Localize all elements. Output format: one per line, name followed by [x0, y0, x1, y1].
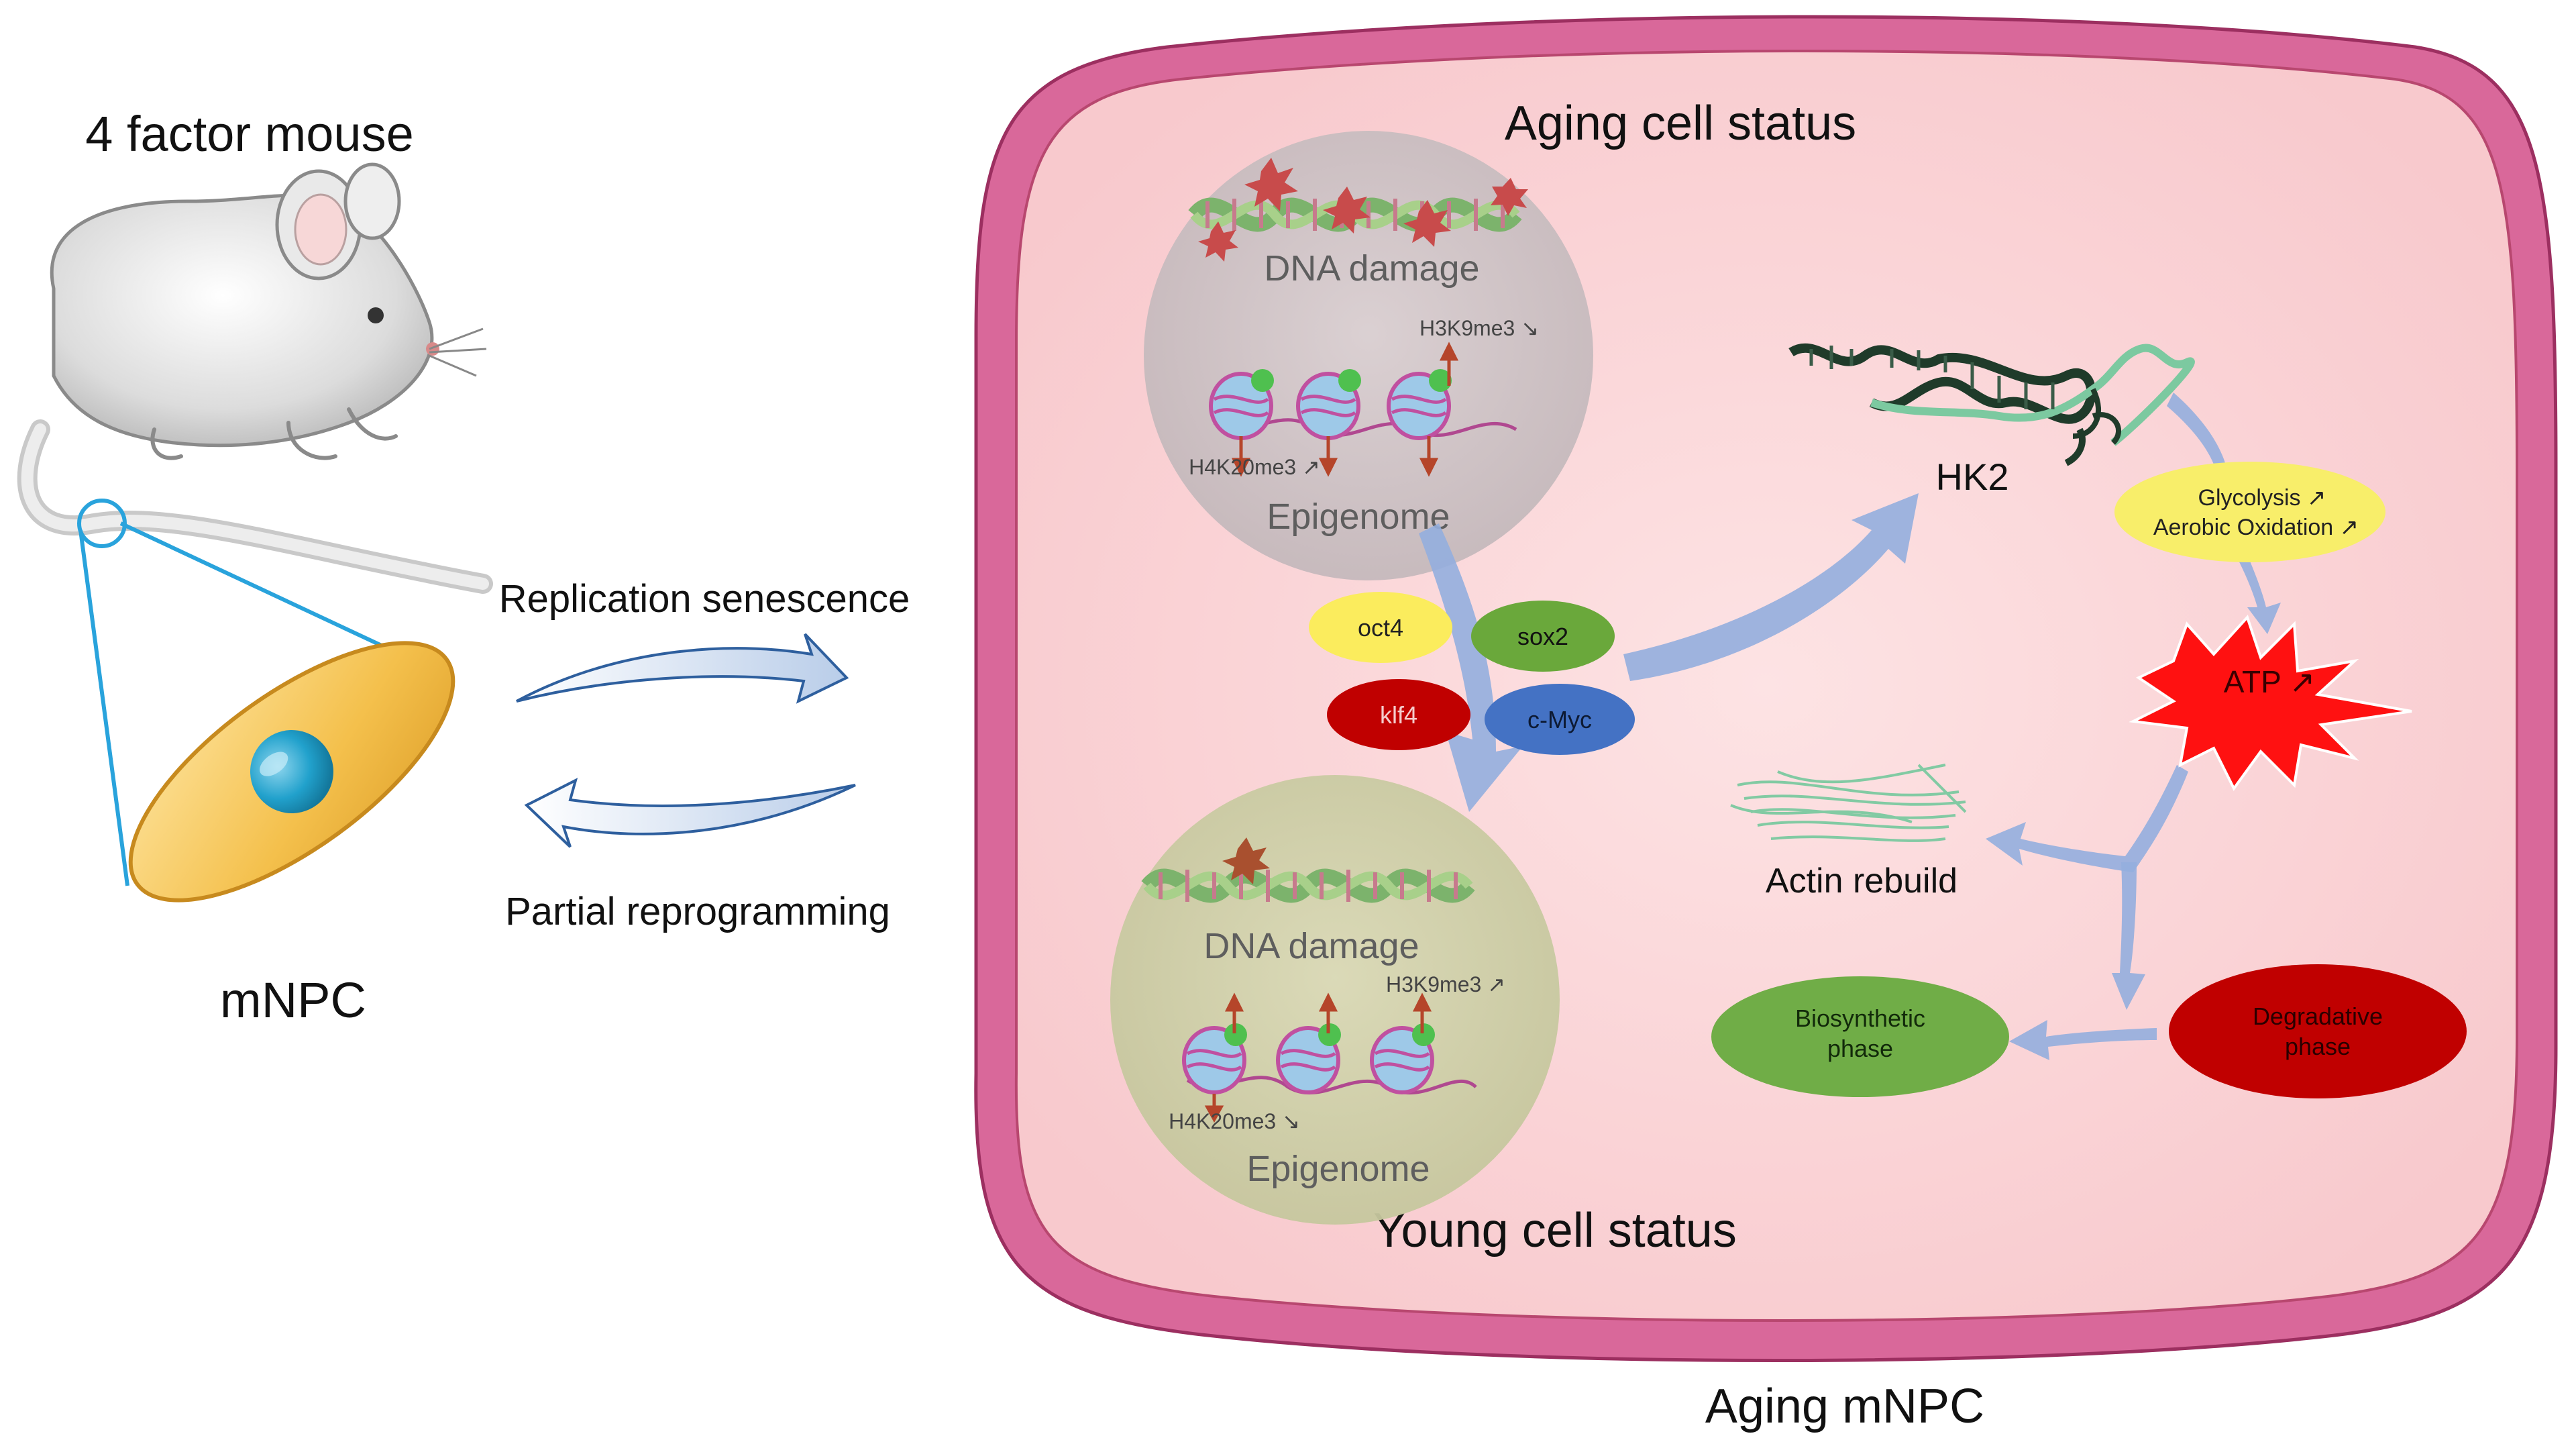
aging-mnpc-caption: Aging mNPC	[1705, 1380, 1984, 1433]
actin-fibres-illustration	[1730, 764, 1967, 842]
young-h3k9me3-label: H3K9me3 ↗	[1386, 972, 1505, 996]
atp-starburst: ATP ↗	[2129, 615, 2412, 791]
aging-epigenome-label: Epigenome	[1267, 497, 1450, 537]
factor-cmyc: c-Myc	[1485, 684, 1635, 755]
aerobic-oxidation-label: Aerobic Oxidation ↗	[2153, 515, 2359, 540]
mnpc-cell-illustration	[128, 641, 455, 903]
dna-helix-young	[1141, 868, 1475, 903]
factor-oct4-label: oct4	[1358, 614, 1403, 641]
aging-dna-damage-label: DNA damage	[1264, 248, 1479, 289]
factor-cmyc-label: c-Myc	[1527, 706, 1592, 733]
mnpc-label: mNPC	[220, 972, 366, 1028]
actin-rebuild-label: Actin rebuild	[1766, 862, 1957, 900]
nucleosomes-aging	[1209, 342, 1517, 477]
replication-senescence-label: Replication senescence	[499, 577, 910, 621]
young-cell-status-title: Young cell status	[1373, 1204, 1737, 1257]
zoom-line-left	[78, 529, 129, 886]
aging-h3k9me3-label: H3K9me3 ↘	[1419, 316, 1539, 340]
mouse-title: 4 factor mouse	[85, 106, 413, 162]
young-dna-damage-label: DNA damage	[1203, 926, 1419, 966]
factor-sox2: sox2	[1471, 601, 1615, 672]
hk2-helix-illustration	[1788, 343, 2195, 466]
dna-damage-spot-young	[1222, 837, 1270, 884]
atp-label: ATP ↗	[2224, 664, 2316, 699]
glycolysis-label: Glycolysis ↗	[2198, 485, 2326, 511]
arrow-replication-senescence	[516, 633, 849, 704]
hk2-label: HK2	[1936, 456, 2009, 498]
arrow-atp-to-degradative	[2112, 862, 2145, 1010]
glycolysis-node: Glycolysis ↗ Aerobic Oxidation ↗	[2114, 462, 2385, 562]
partial-reprogramming-label: Partial reprogramming	[505, 890, 890, 933]
factor-sox2-label: sox2	[1517, 623, 1568, 650]
dna-damage-spots	[1198, 158, 1528, 262]
factor-klf4-label: klf4	[1380, 701, 1417, 729]
biosynthetic-label-line1: Biosynthetic	[1795, 1005, 1925, 1032]
arrow-partial-reprogramming	[524, 778, 856, 848]
biosynthetic-label-line2: phase	[1827, 1035, 1893, 1062]
arrow-atp-branch	[1986, 765, 2188, 872]
factor-oct4: oct4	[1309, 592, 1452, 663]
aging-nucleus: DNA damage H3K9me3 ↘	[1144, 131, 1593, 580]
arrow-aging-to-young	[1419, 523, 1523, 812]
aging-h4k20me3-label: H4K20me3 ↗	[1189, 455, 1320, 479]
young-epigenome-label: Epigenome	[1246, 1149, 1430, 1189]
arrow-degradative-to-biosynthetic	[2009, 1020, 2157, 1060]
arrow-glycolysis-to-atp	[2234, 547, 2281, 634]
degradative-phase-node: Degradative phase	[2169, 964, 2467, 1098]
mouse-illustration	[17, 162, 493, 594]
aging-cell-status-title: Aging cell status	[1505, 97, 1856, 150]
degradative-label-line2: phase	[2285, 1033, 2351, 1060]
arrow-sox2-to-hk2	[1623, 493, 1919, 681]
young-nucleus: DNA damage H3K9me3 ↗	[1110, 775, 1560, 1225]
factor-klf4: klf4	[1327, 679, 1470, 750]
young-h4k20me3-label: H4K20me3 ↘	[1169, 1109, 1300, 1133]
nucleosomes-young	[1182, 992, 1477, 1123]
biosynthetic-phase-node: Biosynthetic phase	[1711, 976, 2009, 1097]
degradative-label-line1: Degradative	[2253, 1002, 2383, 1030]
